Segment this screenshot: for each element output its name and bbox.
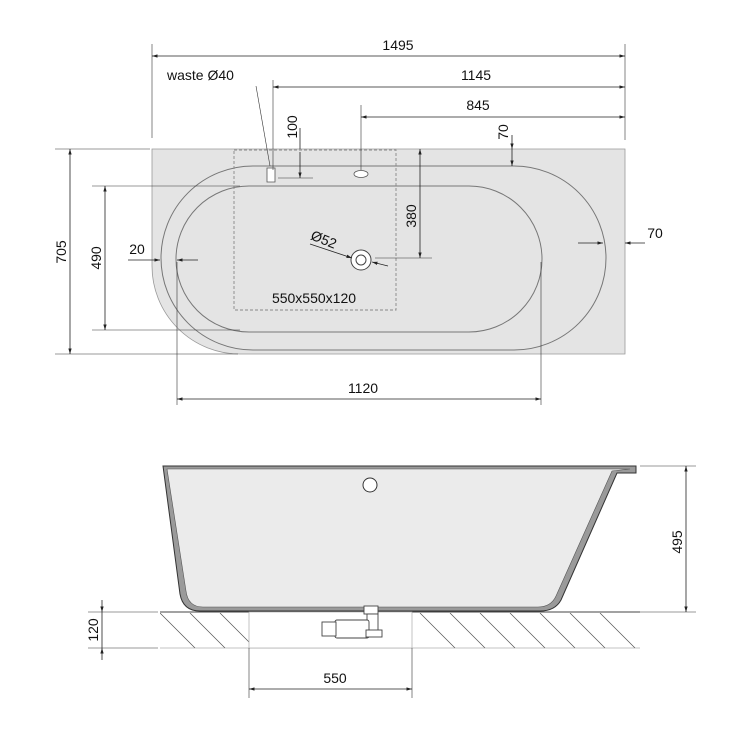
dim-side-height: 495	[669, 530, 685, 554]
label-access-area: 550x550x120	[272, 290, 356, 306]
tub-body-top	[151, 148, 626, 355]
dim-waste-offset: 100	[284, 115, 300, 139]
rim-outline	[160, 165, 607, 351]
dim-base-width: 550	[323, 670, 347, 686]
dim-overall-length: 1495	[382, 37, 413, 53]
siphon	[321, 605, 383, 639]
label-waste: waste Ø40	[166, 67, 234, 83]
dim-base-height: 120	[85, 618, 101, 642]
dim-overflow-to-end: 845	[466, 97, 490, 113]
dim-inner-length: 1120	[348, 380, 378, 396]
side-view	[160, 465, 640, 649]
waste-stub	[266, 167, 276, 183]
dim-rim-top: 70	[495, 124, 511, 140]
dim-overall-width: 705	[53, 240, 69, 264]
dim-inner-width: 490	[88, 246, 104, 270]
drain-inner	[355, 254, 367, 266]
dim-rim-left: 20	[129, 241, 145, 257]
top-view	[151, 148, 626, 355]
inner-basin-outline	[175, 185, 543, 333]
overflow-side	[362, 477, 378, 493]
dim-rim-right: 70	[647, 225, 663, 241]
access-area-outline	[233, 149, 397, 311]
side-dimensions: 495 120 550	[85, 465, 696, 698]
tub-inner	[166, 468, 631, 608]
overflow-hole	[353, 170, 369, 178]
dim-drain-height: 380	[403, 204, 419, 228]
dim-waste-to-end: 1145	[461, 67, 491, 83]
top-dimensions: 1495 1145 waste Ø40 845 100 70 705 490	[53, 37, 663, 405]
